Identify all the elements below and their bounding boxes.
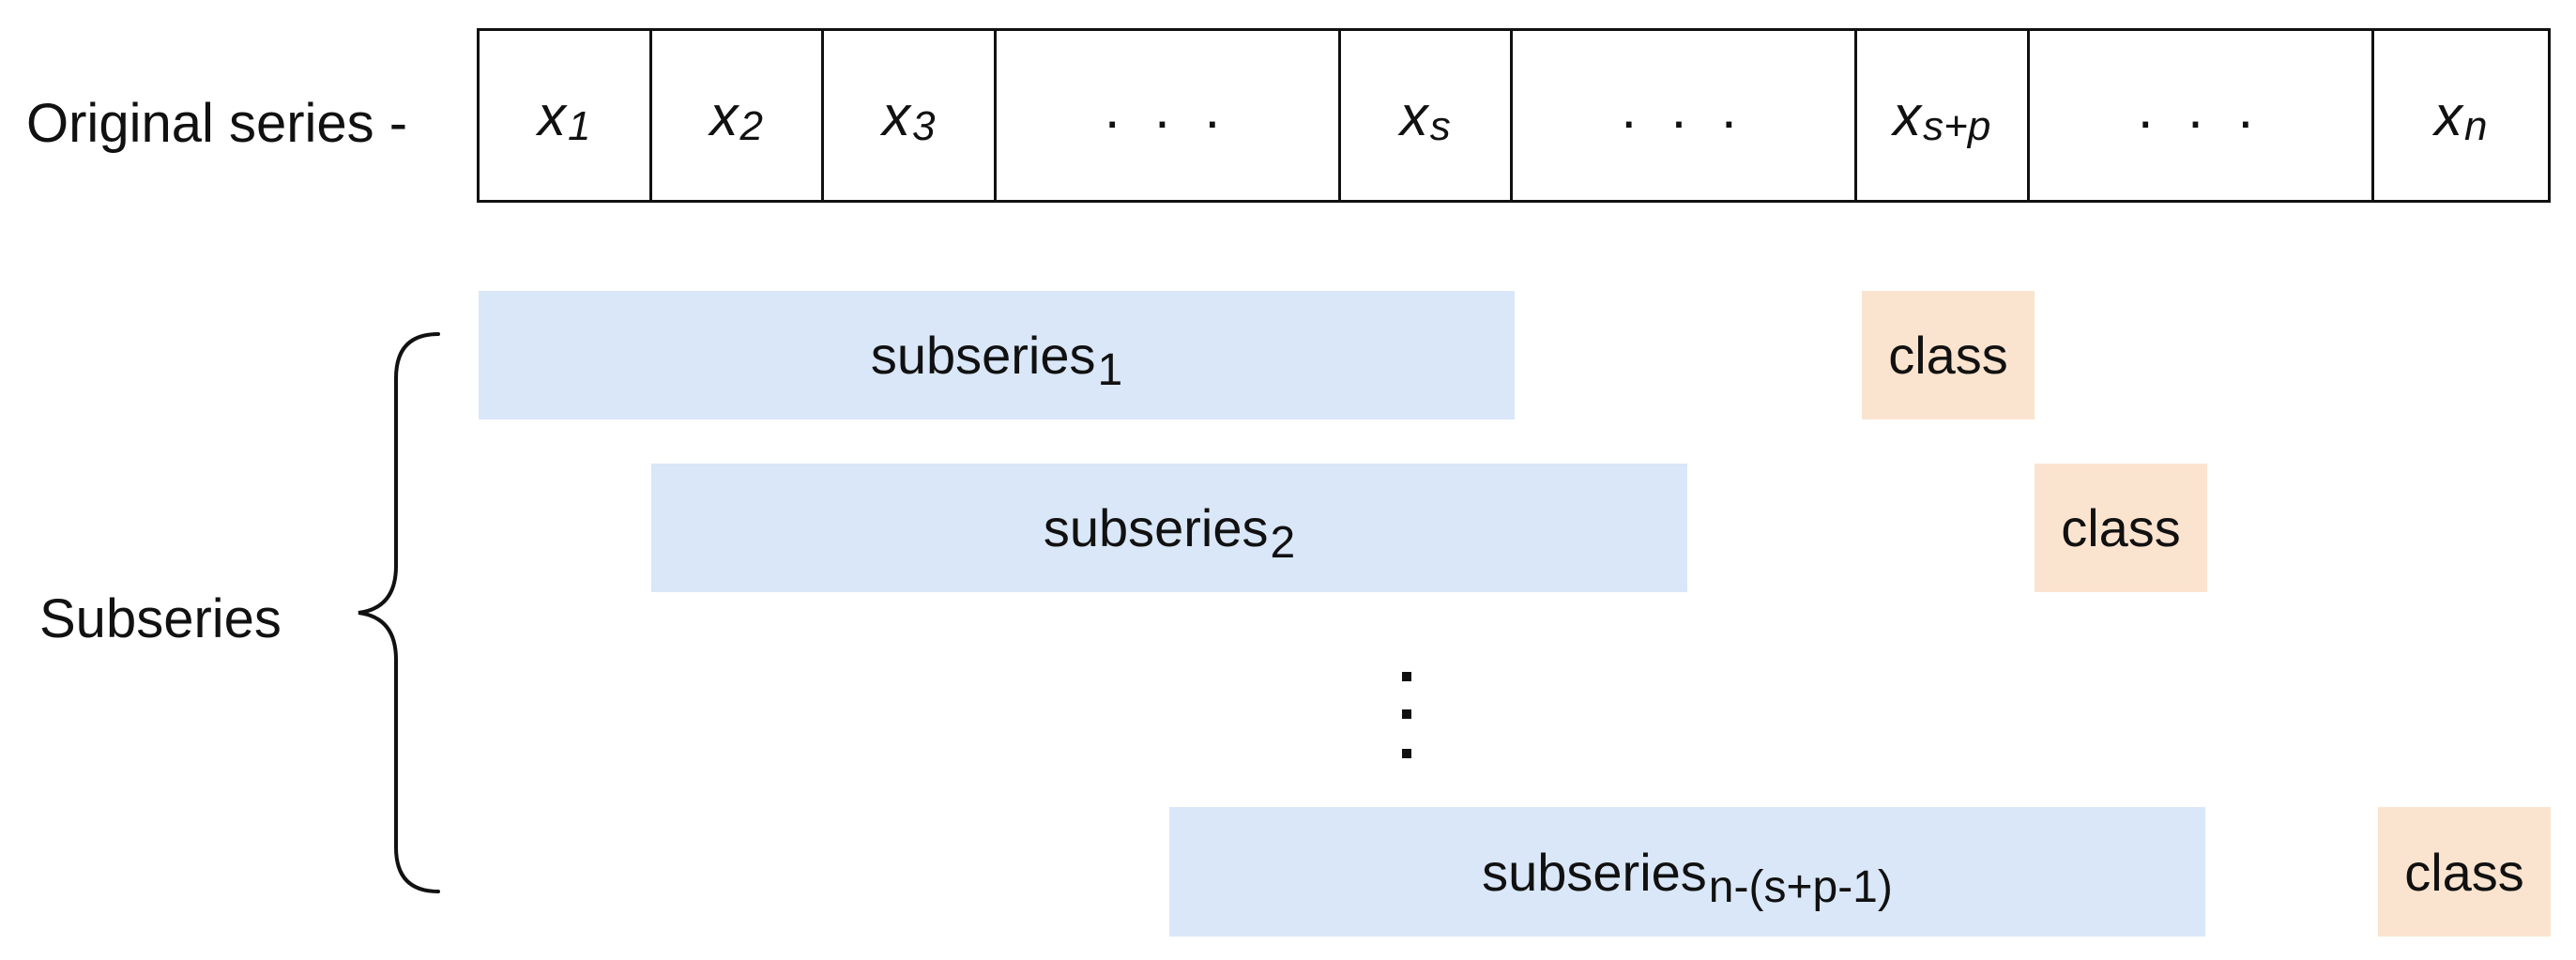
original-series-label: Original series - <box>26 93 408 154</box>
class-label: class <box>1888 326 2008 385</box>
cell-symbol: x <box>709 84 739 147</box>
cell-symbol: x <box>538 84 566 147</box>
class-label: class <box>2061 498 2181 557</box>
vertical-ellipsis-icon <box>1402 672 1411 758</box>
series-cell-ellipsis-1: . . . <box>997 31 1341 200</box>
class-box-1: class <box>1862 291 2035 419</box>
cell-subscript: 2 <box>739 103 763 149</box>
cell-subscript: s <box>1429 103 1451 149</box>
cell-symbol: x <box>1399 84 1428 147</box>
series-cell-ellipsis-3: . . . <box>2030 31 2374 200</box>
series-cell-ellipsis-2: . . . <box>1513 31 1857 200</box>
cell-subscript: 3 <box>912 103 936 149</box>
cell-symbol: x <box>882 84 910 147</box>
cell-symbol: x <box>2434 84 2462 147</box>
class-box-2: class <box>2035 464 2207 592</box>
subseries-name: subseries <box>1482 842 1707 902</box>
subseries-name: subseries <box>870 326 1096 385</box>
subseries-index: 2 <box>1270 518 1296 568</box>
ellipsis-text: . . . <box>1104 76 1230 140</box>
cell-subscript: 1 <box>568 103 591 149</box>
ellipsis-text: . . . <box>2137 76 2264 140</box>
ellipsis-text: . . . <box>1621 76 1746 140</box>
subseries-label: Subseries <box>39 588 282 649</box>
subseries-index: n-(s+p-1) <box>1708 861 1893 912</box>
cell-subscript: n <box>2464 103 2488 149</box>
subseries-name: subseries <box>1043 498 1269 557</box>
cell-subscript: s+p <box>1923 103 1991 149</box>
curly-brace-icon <box>358 332 440 893</box>
class-box-last: class <box>2378 807 2551 937</box>
subseries-index: 1 <box>1097 345 1123 395</box>
class-label: class <box>2404 842 2524 902</box>
cell-symbol: x <box>1893 84 1922 147</box>
